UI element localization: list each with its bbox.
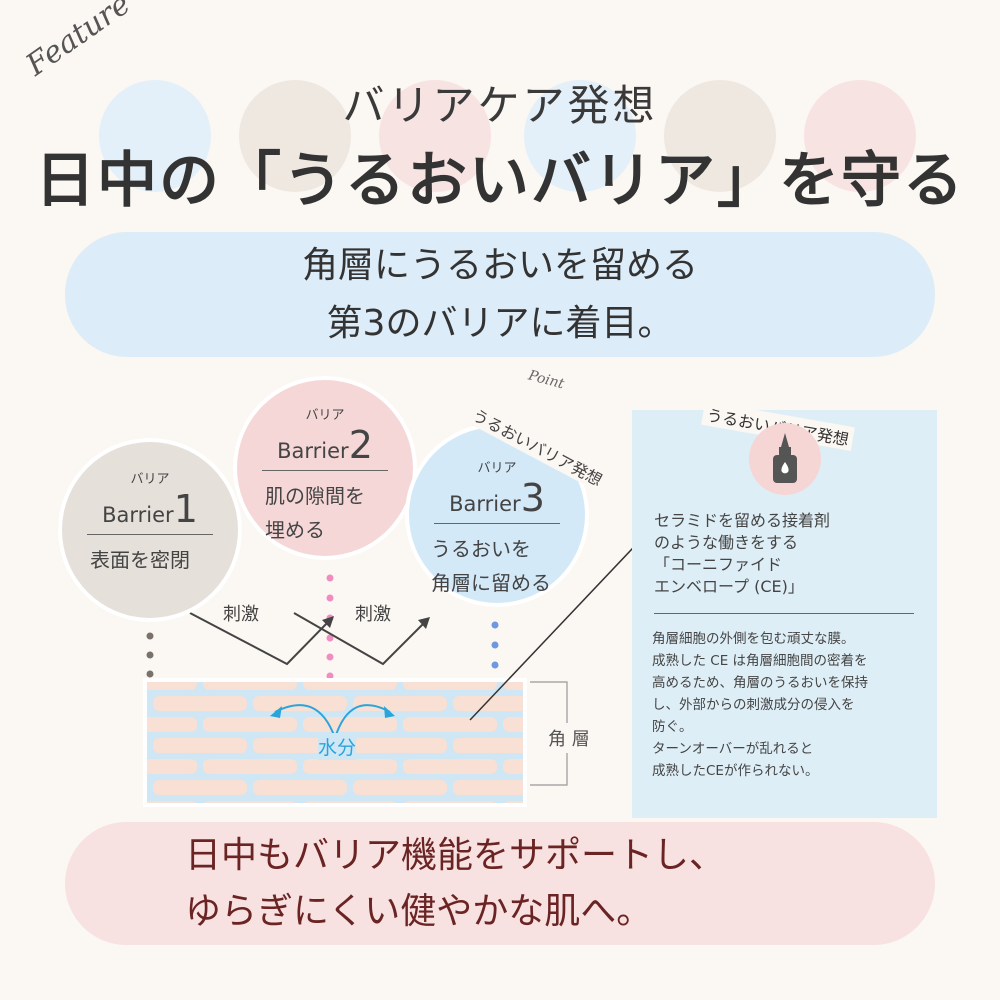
footer-line-1: 日中もバリア機能をサポートし、	[185, 835, 726, 876]
barrier-kana: バリア	[130, 472, 170, 487]
barrier-label: Barrier	[449, 492, 521, 516]
decor-circle	[239, 80, 351, 192]
barrier-number: 3	[520, 476, 545, 520]
arrow-head	[322, 616, 334, 628]
stimulus-label: 刺激	[355, 604, 391, 625]
barrier-desc: 肌の隙間を	[265, 484, 365, 508]
barrier-number: 1	[173, 487, 198, 531]
intro-line-2: 第3のバリアに着目。	[326, 303, 674, 344]
ce-sub-text: 角層細胞の外側を包む頑丈な膜。成熟した CE は角層細胞間の密着を高めるため、角…	[652, 631, 868, 779]
barrier-label: Barrier	[102, 503, 174, 527]
dots-barrier3	[491, 621, 499, 669]
barrier-2-circle: バリア Barrier2 肌の隙間を埋める	[237, 380, 413, 556]
layer-label: 角 層	[548, 723, 590, 753]
barrier-desc: うるおいを	[431, 537, 531, 561]
callout-line	[469, 529, 651, 721]
barrier-desc: 角層に留める	[431, 571, 551, 595]
arrow-head	[418, 617, 430, 629]
barrier-number: 2	[348, 423, 373, 467]
intro-banner: 角層にうるおいを留める 第3のバリアに着目。	[65, 232, 935, 357]
moisture-arrows	[274, 704, 391, 739]
page-title: 日中の「うるおいバリア」を守る	[35, 146, 965, 216]
moisture-label: 水分	[318, 733, 357, 760]
barrier-desc: 表面を密閉	[90, 548, 190, 572]
barrier-label: Barrier	[277, 439, 349, 463]
dropper-bottle-icon	[749, 423, 821, 495]
barrier-kana: バリア	[477, 461, 517, 476]
ce-info-panel: うるおいバリア発想 セラミドを留める接着剤のような働きをする「コーニファイドエン…	[632, 400, 937, 818]
decor-circle	[379, 80, 491, 192]
stimulus-arrows	[189, 612, 426, 666]
stimulus-label: 刺激	[223, 604, 259, 625]
intro-line-1: 角層にうるおいを留める	[301, 245, 698, 286]
dots-barrier1	[146, 613, 154, 678]
barrier-1-circle: バリア Barrier1 表面を密閉	[62, 442, 238, 618]
footer-line-2: ゆらぎにくい健やかな肌へ。	[185, 891, 653, 932]
decor-circle	[664, 80, 776, 192]
decor-circle	[804, 80, 916, 192]
barrier-desc: 埋める	[265, 518, 325, 542]
barrier-kana: バリア	[305, 408, 345, 423]
divider	[654, 613, 914, 614]
decor-circle	[524, 80, 636, 192]
decor-circle	[99, 80, 211, 192]
footer-banner: 日中もバリア機能をサポートし、 ゆらぎにくい健やかな肌へ。	[65, 822, 935, 945]
subtitle: バリアケア発想	[342, 81, 658, 130]
ce-main-text: セラミドを留める接着剤のような働きをする「コーニファイドエンベロープ (CE)」	[654, 511, 831, 596]
